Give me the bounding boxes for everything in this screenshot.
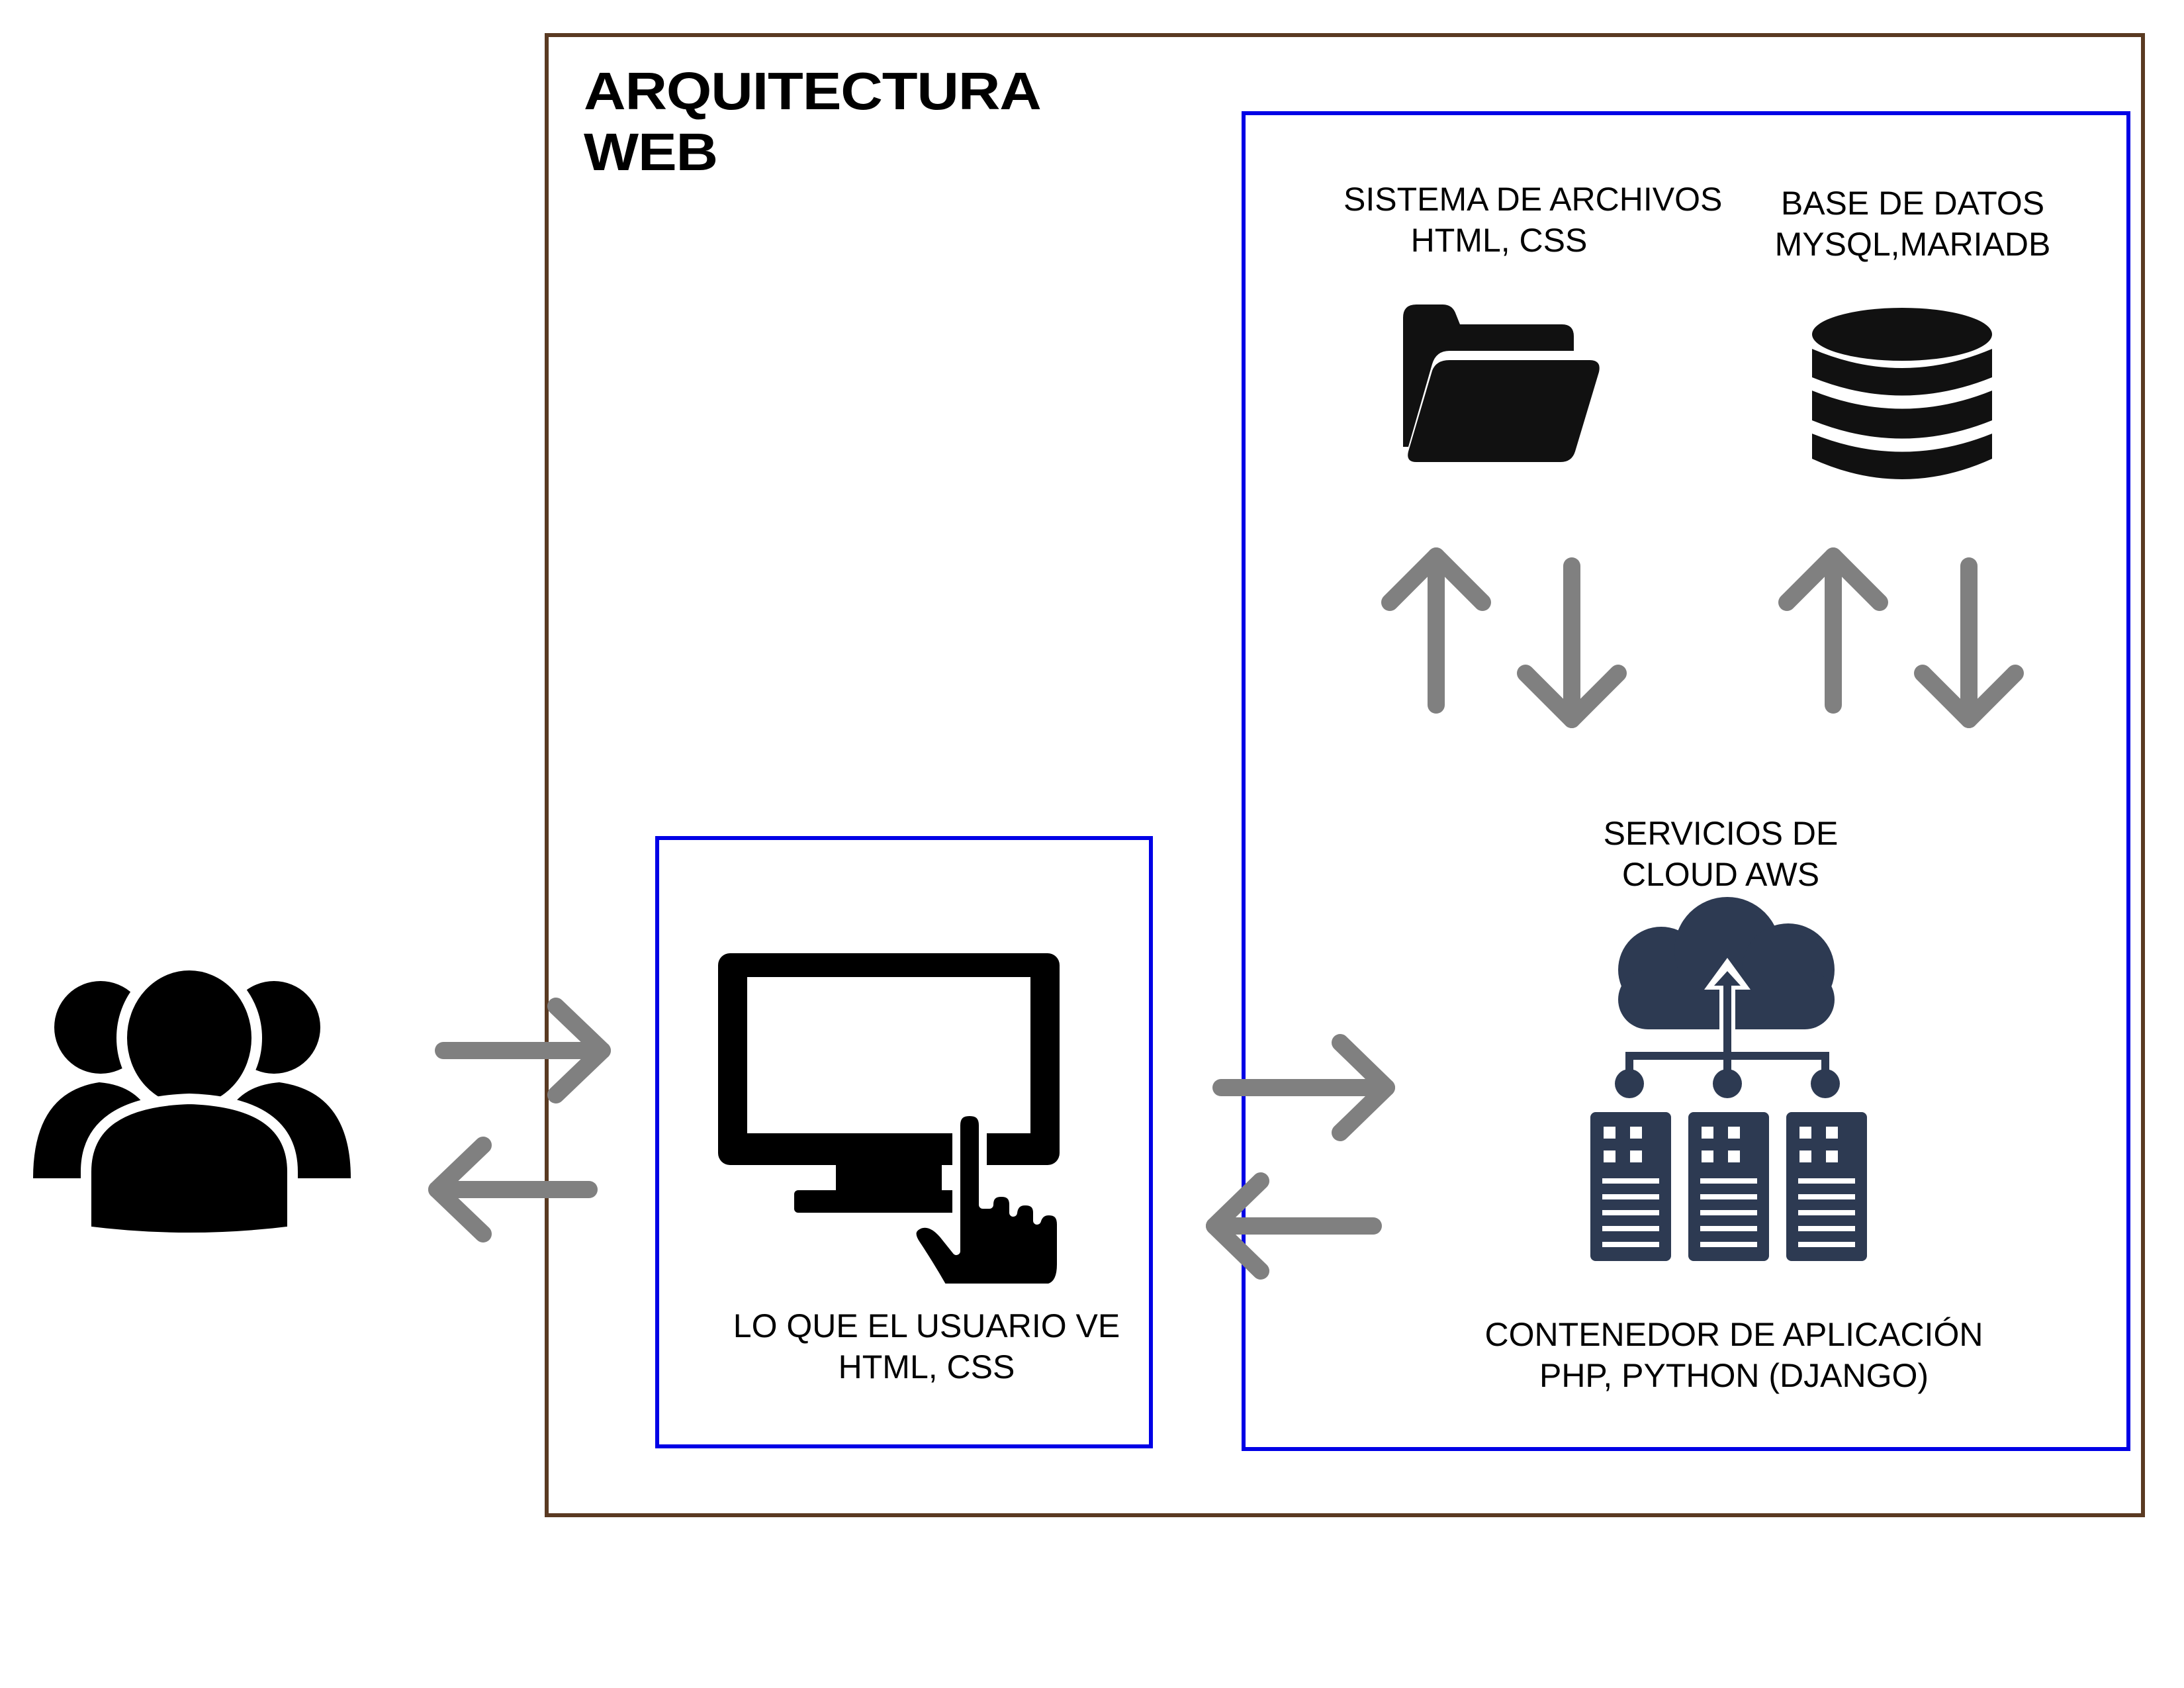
cloud-upload-icon [1615,897,1840,1098]
client-label-line-2: HTML, CSS [838,1348,1015,1385]
database-label-line-1: BASE DE DATOS [1780,185,2045,222]
title-line-1: ARQUITECTURA [584,62,1042,120]
client-app-exchange-arrows-icon [1206,1034,1395,1280]
filesystem-label-line-2: HTML, CSS [1410,222,1588,259]
filesystem-exchange-arrows-icon [1381,547,1627,728]
folder-icon [1403,305,1600,462]
database-label-line-2: MYSQL,MARIADB [1774,226,2051,263]
server-box [1242,111,2130,1451]
client-label-line-1: LO QUE EL USUARIO VE [733,1307,1120,1344]
cloud-label-line-2: CLOUD AWS [1621,856,1820,893]
filesystem-label-line-1: SISTEMA DE ARCHIVOS [1343,181,1723,218]
database-icon [1812,308,1992,479]
app-container-label-line-1: CONTENEDOR DE APLICACIÓN [1484,1316,1983,1353]
app-container-label-line-2: PHP, PYTHON (DJANGO) [1539,1357,1929,1394]
title-line-2: WEB [584,122,718,181]
users-client-exchange-arrows-icon [428,998,611,1243]
database-exchange-arrows-icon [1778,547,2024,728]
diagram-title: ARQUITECTURA WEB [584,61,1042,183]
client-box [655,836,1153,1448]
cloud-label-line-1: SERVICIOS DE [1603,815,1839,852]
cloud-label: SERVICIOS DE CLOUD AWS [1569,813,1873,895]
database-label: BASE DE DATOS MYSQL,MARIADB [1741,183,2085,265]
web-architecture-frame [545,33,2145,1517]
filesystem-label: SISTEMA DE ARCHIVOS HTML, CSS [1343,179,1723,261]
client-label: LO QUE EL USUARIO VE HTML, CSS [715,1305,1138,1387]
app-container-label: CONTENEDOR DE APLICACIÓN PHP, PYTHON (DJ… [1449,1314,2019,1396]
users-group-icon [33,960,351,1243]
server-racks-icon [1590,1112,1867,1261]
touch-monitor-icon [718,953,1065,1291]
